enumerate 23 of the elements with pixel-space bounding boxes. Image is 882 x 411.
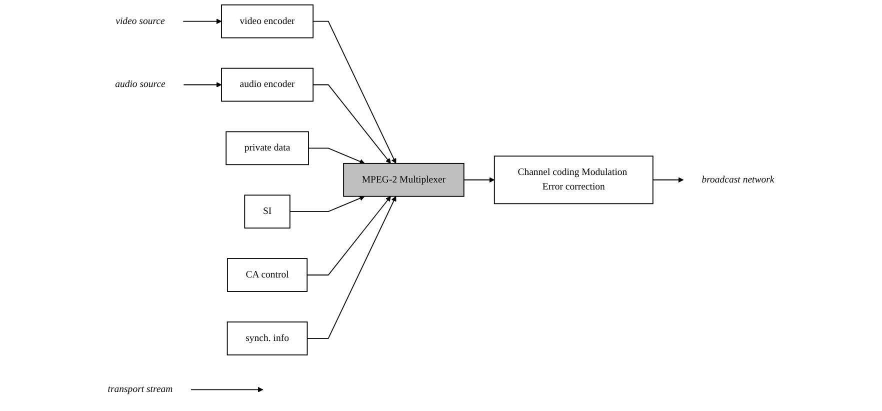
text-label: transport stream: [108, 384, 173, 395]
text-label: broadcast network: [702, 174, 774, 185]
arrow: [190, 386, 264, 392]
arrow: [308, 148, 365, 164]
process-box: video encoder: [221, 4, 314, 38]
arrow: [652, 177, 684, 183]
process-box: CA control: [226, 258, 308, 292]
text-label: video source: [116, 16, 165, 26]
arrow: [312, 84, 391, 164]
arrow: [306, 196, 391, 276]
text-label: audio source: [115, 79, 166, 90]
process-box: audio encoder: [221, 68, 314, 102]
arrow: [183, 82, 222, 88]
multiplexer-box: MPEG-2 Multiplexer: [343, 162, 464, 197]
arrow: [463, 177, 495, 183]
process-box: Channel coding Modulation Error correction: [494, 156, 654, 204]
arrow: [312, 20, 396, 164]
arrow: [182, 18, 222, 24]
process-box: SI: [244, 194, 290, 229]
process-box: synch. info: [226, 322, 308, 356]
arrow: [306, 196, 396, 339]
arrow: [289, 196, 365, 212]
process-box: private data: [226, 131, 309, 166]
